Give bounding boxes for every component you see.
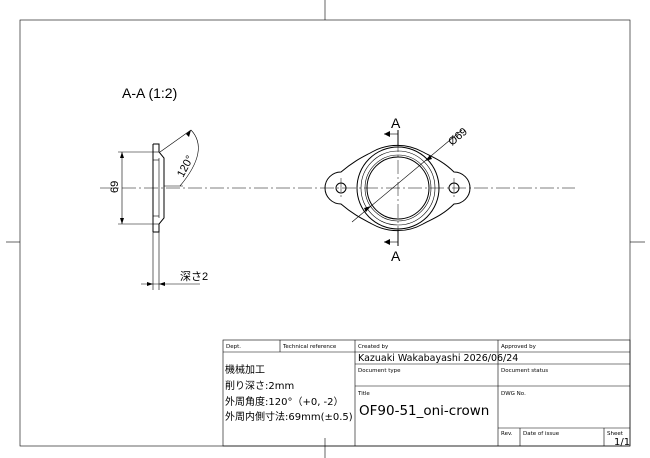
section-view: A-A (1:2) 69 120° bbox=[109, 85, 208, 290]
dim-depth: 深さ2 bbox=[141, 232, 208, 290]
doc-type-label: Document type bbox=[358, 368, 401, 374]
title-label: Title bbox=[357, 391, 370, 397]
sheet-value: 1/1 bbox=[614, 437, 630, 448]
section-mark-top: A bbox=[391, 115, 401, 131]
sheet-label: Sheet bbox=[607, 431, 624, 437]
sheet-border bbox=[6, 0, 645, 458]
doc-status-label: Document status bbox=[501, 368, 548, 374]
front-view: A A Ø69 bbox=[324, 115, 471, 264]
note-line-1: 機械加工 bbox=[225, 363, 265, 376]
section-view-title: A-A (1:2) bbox=[122, 85, 177, 101]
note-line-2: 削り深さ:2mm bbox=[225, 379, 294, 392]
note-line-4: 外周内側寸法:69mm(±0.5) bbox=[225, 410, 353, 423]
note-line-3: 外周角度:120°（+0, -2） bbox=[225, 395, 344, 408]
dim-angle-120: 120° bbox=[159, 129, 199, 187]
dim-69-label: 69 bbox=[109, 181, 121, 193]
section-cut-marker-top: A bbox=[384, 115, 401, 146]
dwg-no-label: DWG No. bbox=[501, 391, 526, 397]
dim-diameter-leader: Ø69 bbox=[351, 126, 470, 223]
rev-label: Rev. bbox=[501, 431, 513, 437]
flange-outline bbox=[324, 144, 471, 232]
date-label: Date of issue bbox=[523, 431, 560, 437]
section-cut-marker-bottom: A bbox=[384, 230, 401, 264]
tech-ref-label: Technical reference bbox=[282, 344, 337, 350]
diameter-label: Ø69 bbox=[446, 126, 470, 149]
dim-depth-label: 深さ2 bbox=[180, 270, 208, 283]
title-value: OF90-51_oni-crown bbox=[359, 403, 489, 419]
dim-69-vertical: 69 bbox=[109, 151, 153, 225]
section-mark-bottom: A bbox=[391, 248, 401, 264]
created-by-value: Kazuaki Wakabayashi 2026/06/24 bbox=[358, 353, 518, 364]
section-profile bbox=[152, 143, 165, 233]
approved-by-label: Approved by bbox=[501, 344, 537, 350]
created-by-label: Created by bbox=[358, 344, 389, 350]
title-block: Dept. Technical reference Created by Kaz… bbox=[222, 339, 631, 448]
dept-label: Dept. bbox=[226, 344, 241, 350]
